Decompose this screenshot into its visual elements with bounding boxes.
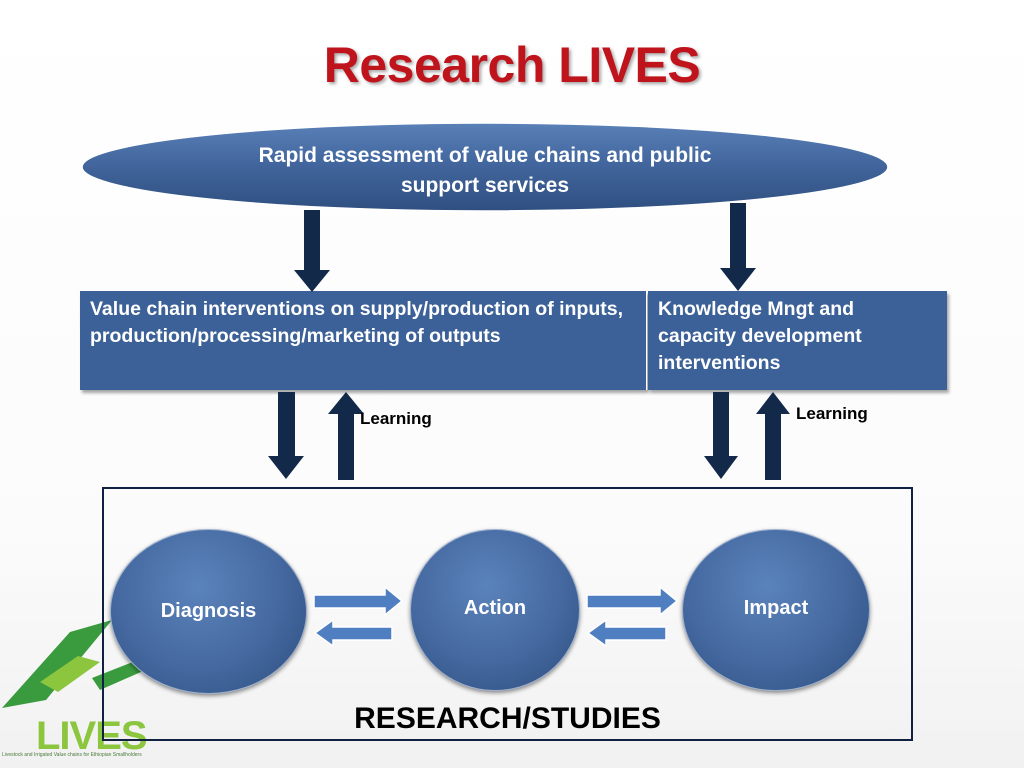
slide-title: Research LIVES [323,37,701,93]
up-arrow-learning-right [756,392,790,480]
right-arrow-action-to-impact [586,585,679,617]
research-studies-label: RESEARCH/STUDIES [354,702,661,735]
right-arrow-diagnosis-to-action [313,585,404,617]
top-node-label: Rapid assessment of value chains and pub… [258,144,712,197]
lives-logo-text: LIVES [36,714,148,758]
research-studies-frame [102,487,913,741]
value-chain-interventions-box: Value chain interventions on supply/prod… [80,291,647,390]
top-node-rapid-assessment: Rapid assessment of value chains and pub… [80,121,890,213]
learning-label-left: Learning [360,409,432,428]
down-arrow-right-box-to-studies [704,392,738,479]
cycle-node-impact: Impact [682,529,870,691]
cycle-node-action: Action [410,529,580,691]
left-arrow-action-to-diagnosis [313,618,393,648]
knowledge-management-box: Knowledge Mngt and capacity development … [648,291,947,390]
lives-logo-tagline: Livestock and Irrigated Value chains for… [2,752,142,758]
top-node-ellipse [81,122,889,212]
left-arrow-impact-to-action [586,618,667,648]
cycle-node-diagnosis: Diagnosis [110,529,307,694]
down-arrow-ellipse-to-left-box [294,210,330,292]
down-arrow-left-box-to-studies [268,392,304,479]
learning-label-right: Learning [796,404,868,423]
down-arrow-ellipse-to-right-box [720,203,756,291]
up-arrow-learning-left [328,392,364,480]
